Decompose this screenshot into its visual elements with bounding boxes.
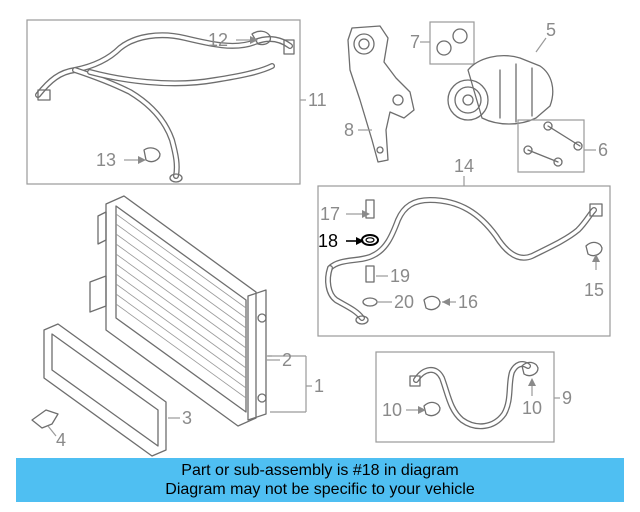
banner-line-part-reference: Part or sub-assembly is #18 in diagram xyxy=(181,462,459,479)
clamp-10-right xyxy=(521,361,539,377)
clamp-10-left xyxy=(423,401,441,417)
bolts-6-box xyxy=(517,119,585,173)
line-assembly-14 xyxy=(325,197,603,325)
bracket-4 xyxy=(31,409,59,429)
hose-11-box xyxy=(26,19,301,185)
plugs-7 xyxy=(436,28,468,56)
callout-8: 8 xyxy=(344,120,354,140)
callout-11: 11 xyxy=(308,90,327,110)
ac-compressor-5 xyxy=(447,55,554,125)
hose-assembly-11 xyxy=(35,32,295,183)
banner-line-disclaimer: Diagram may not be specific to your vehi… xyxy=(165,481,475,498)
callout-4: 4 xyxy=(56,430,66,450)
bolts-6 xyxy=(523,121,583,167)
callout-17: 17 xyxy=(320,204,340,224)
callout-14: 14 xyxy=(454,156,474,176)
callout-13: 13 xyxy=(96,150,116,170)
plugs-7-box xyxy=(429,21,475,65)
callout-1: 1 xyxy=(314,376,324,396)
callout-5: 5 xyxy=(546,20,556,40)
callout-12: 12 xyxy=(208,30,228,50)
info-banner: Part or sub-assembly is #18 in diagram D… xyxy=(16,458,624,502)
callout-6: 6 xyxy=(598,140,608,160)
clamp-12 xyxy=(251,30,272,46)
clamp-15 xyxy=(585,241,603,257)
callout-10-right: 10 xyxy=(522,398,542,418)
callout-7: 7 xyxy=(410,32,420,52)
callout-18-highlighted: 18 xyxy=(318,231,338,251)
callout-19: 19 xyxy=(390,266,410,286)
o-ring-18-highlighted xyxy=(361,234,379,246)
hose-assembly-9 xyxy=(409,361,531,430)
seal-panel-3 xyxy=(43,323,167,457)
callout-9: 9 xyxy=(562,388,572,408)
hose-9-box xyxy=(375,351,555,443)
callout-3: 3 xyxy=(182,408,192,428)
clamp-13 xyxy=(143,147,161,163)
callout-15: 15 xyxy=(584,280,604,300)
compressor-bracket-8 xyxy=(347,25,415,163)
callout-20: 20 xyxy=(394,292,414,312)
callout-10-left: 10 xyxy=(382,400,402,420)
o-ring-20 xyxy=(362,297,378,307)
callout-16: 16 xyxy=(458,292,478,312)
clamp-16 xyxy=(423,295,441,311)
callout-2: 2 xyxy=(282,350,292,370)
condenser-1 xyxy=(89,195,267,427)
